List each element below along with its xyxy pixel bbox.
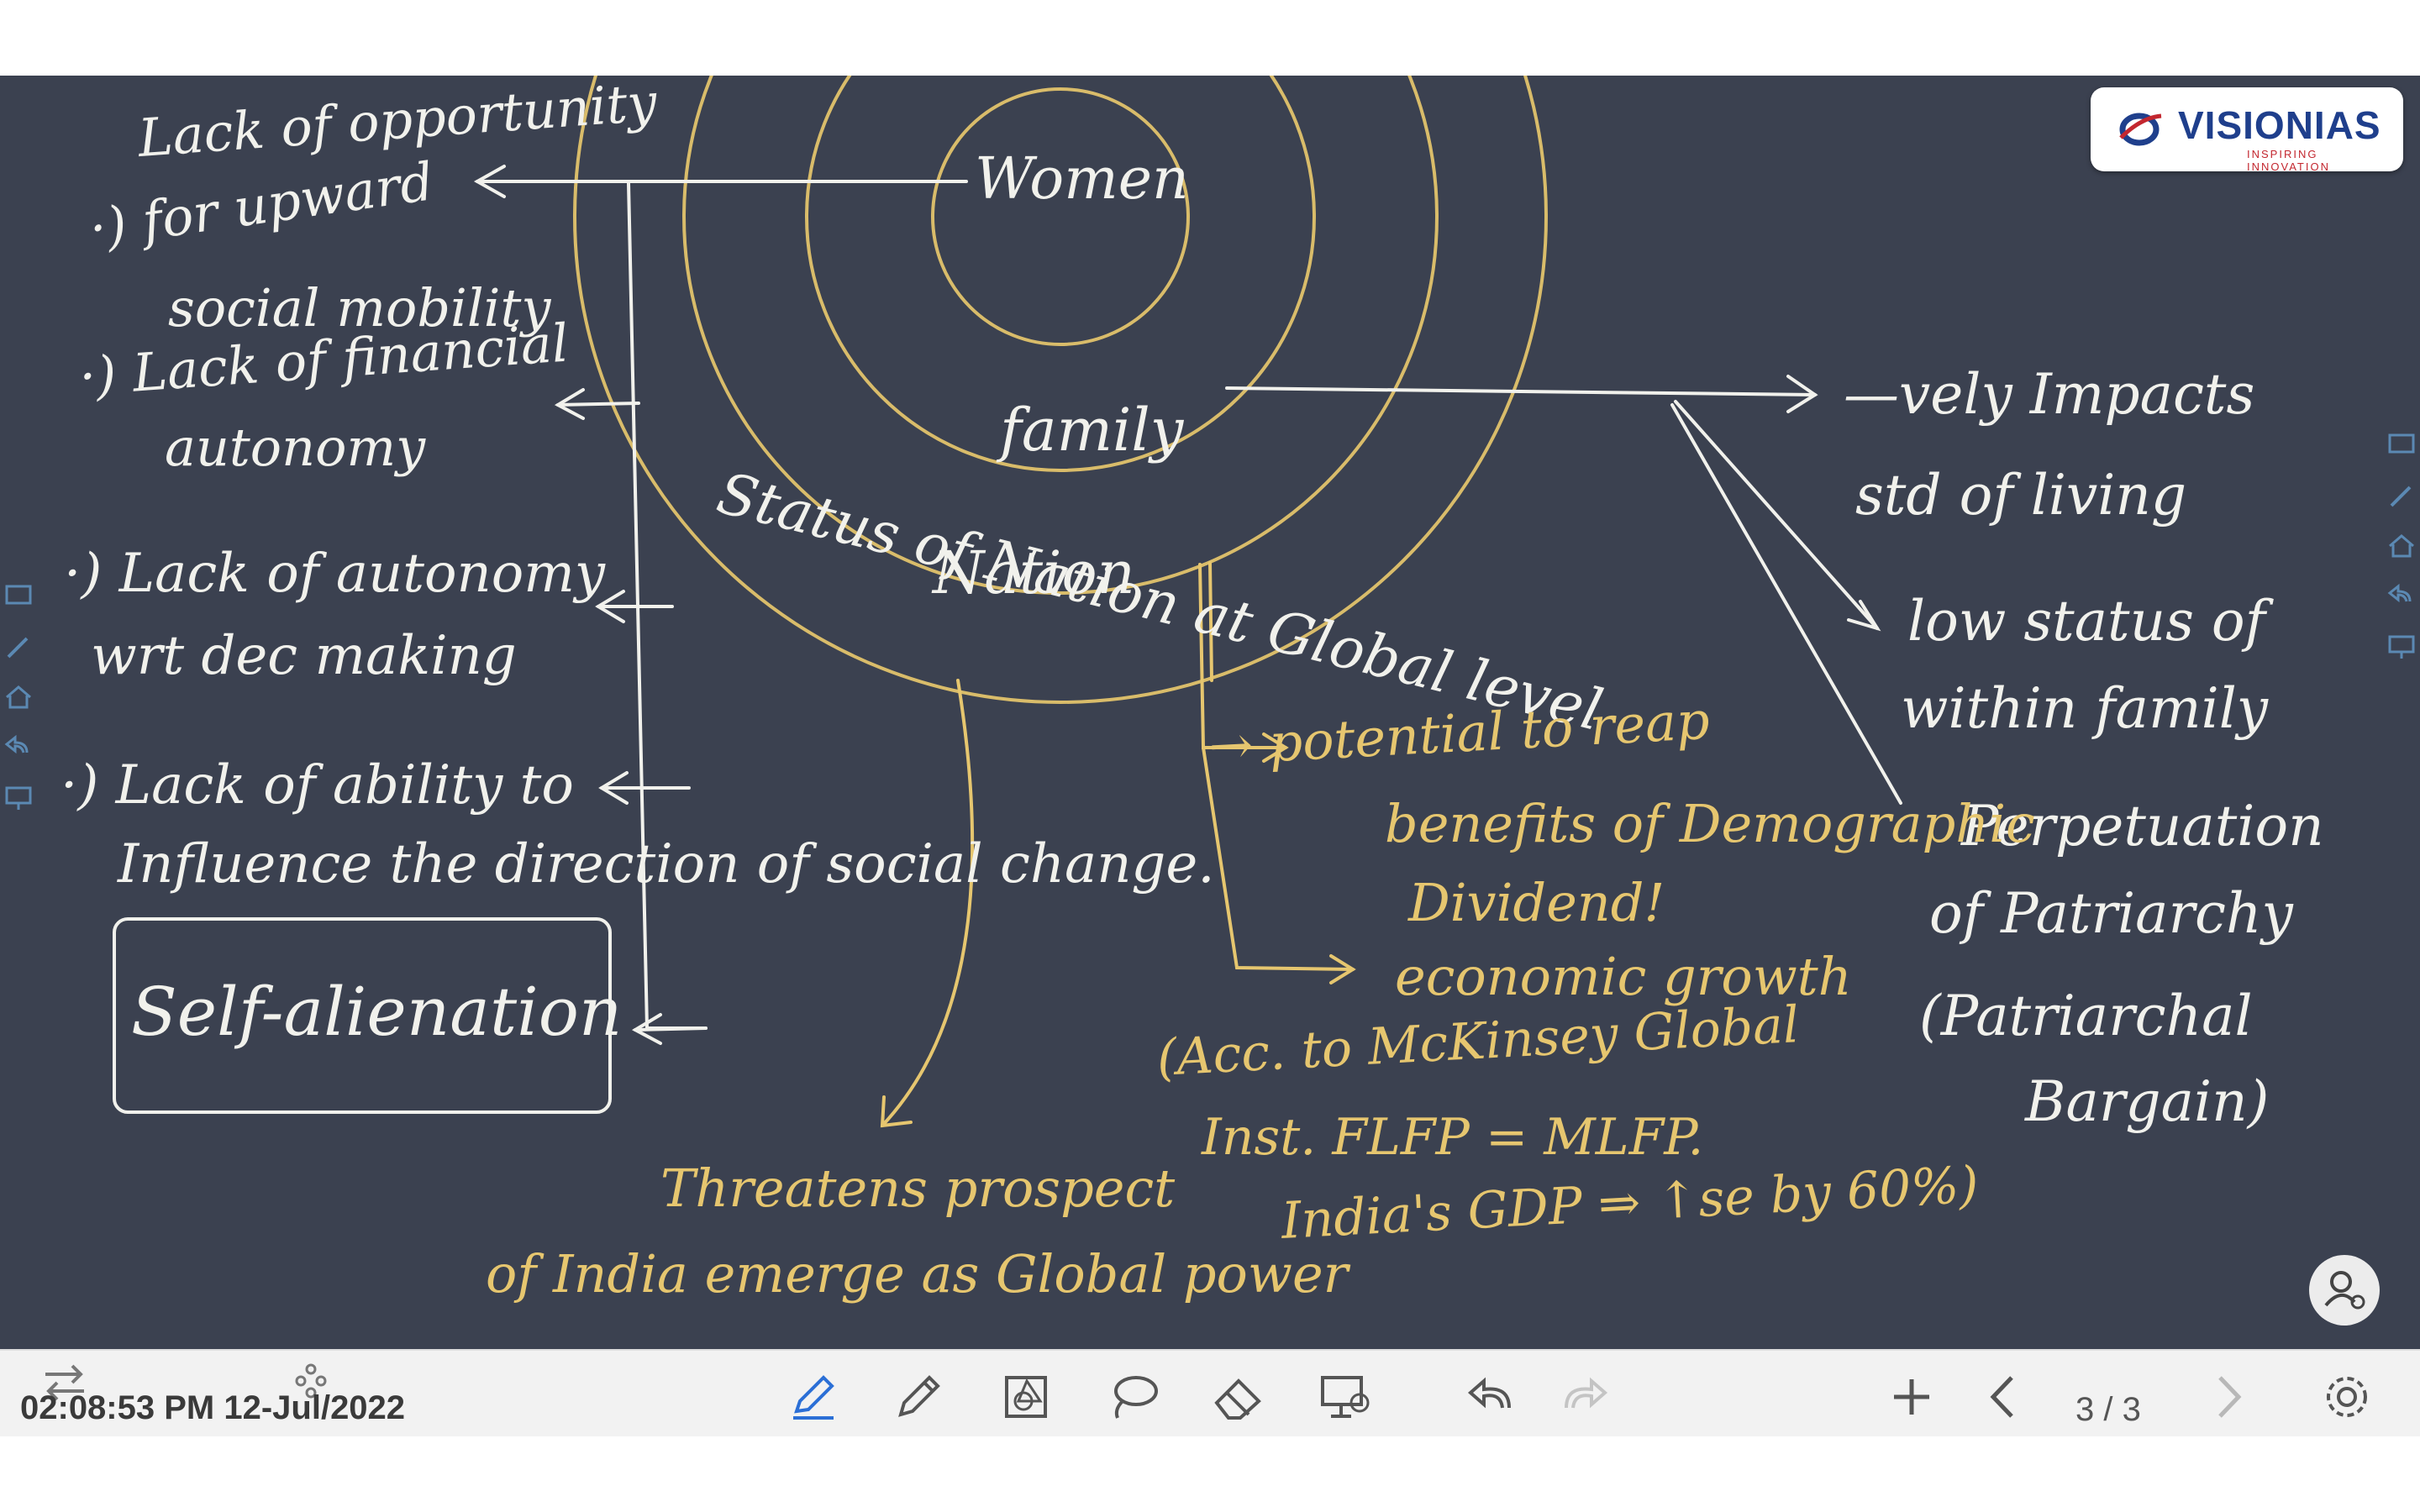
page-indicator: 3 / 3: [2075, 1391, 2141, 1428]
user-settings-button[interactable]: [2309, 1255, 2380, 1326]
note-autonomy-1: ·) Lack of autonomy: [64, 543, 606, 605]
family-circle: [805, 76, 1316, 472]
user-gear-icon: [2324, 1271, 2365, 1310]
bottom-toolbar: 02:08:53 PM 12-Jul/2022 3 / 3: [0, 1349, 2420, 1438]
note-ability-1: ·) Lack of ability to: [60, 754, 574, 816]
note-potential-2: benefits of Demographic: [1385, 793, 2035, 854]
shape-icon[interactable]: [998, 1369, 1054, 1425]
left-back-icon[interactable]: [2, 731, 35, 764]
brand-tagline: INSPIRING INNOVATION: [2247, 148, 2330, 173]
brand-logo: VISIONIAS INSPIRING INNOVATION: [2091, 87, 2403, 173]
note-ability-2: Influence the direction of social change…: [117, 833, 1215, 895]
note-perpetuation-1: Perpetuation: [1960, 794, 2324, 858]
lasso-icon[interactable]: [1106, 1369, 1161, 1425]
note-impacts-2: std of living: [1855, 463, 2186, 528]
prev-page-icon[interactable]: [1976, 1369, 2032, 1425]
left-home-icon[interactable]: [2, 680, 35, 714]
arrow-ability-head: [598, 771, 629, 805]
status-arrow-head: [1847, 600, 1881, 632]
global-circle: [573, 76, 1548, 704]
pen-icon[interactable]: [785, 1369, 840, 1425]
note-mckinsey-2: Inst. FLFP = MLFP.: [1201, 1108, 1703, 1167]
growth-arrow-head: [1329, 954, 1356, 984]
next-page-icon[interactable]: [2200, 1369, 2255, 1425]
left-screen-icon[interactable]: [2, 580, 35, 613]
arrow-financial-head: [554, 388, 585, 420]
whiteboard[interactable]: Women family Nation Status of Nation at …: [0, 76, 2420, 1425]
add-page-icon[interactable]: [1884, 1369, 1939, 1425]
note-potential-3: Dividend!: [1407, 872, 1665, 933]
women-circle: [931, 87, 1190, 346]
right-back-icon[interactable]: [2385, 580, 2418, 613]
note-growth: economic growth: [1395, 946, 1852, 1007]
timestamp: 02:08:53 PM 12-Jul/2022: [20, 1389, 406, 1426]
right-pen-icon[interactable]: [2385, 479, 2418, 512]
global-label-tick: [1208, 561, 1213, 682]
right-home-icon[interactable]: [2385, 529, 2418, 563]
note-status-2: within family: [1901, 676, 2269, 741]
note-lack-opportunity-3: social mobility: [168, 277, 551, 339]
family-arrow-line: [1225, 386, 1817, 396]
pencil-icon[interactable]: [891, 1369, 946, 1425]
note-self-alienation: Self-alienation: [131, 973, 622, 1051]
note-lack-opportunity-2: ·) for upward: [86, 150, 437, 260]
note-potential-1: → potential to reap: [1207, 690, 1711, 777]
left-pen-icon[interactable]: [2, 630, 35, 664]
arrow-alienation: [634, 1026, 708, 1032]
right-screen-icon[interactable]: [2385, 428, 2418, 462]
note-mckinsey-1: (Acc. to McKinsey Global: [1155, 995, 1801, 1088]
note-status-1: low status of: [1907, 589, 2275, 654]
nation-circle: [682, 76, 1439, 595]
note-impacts-1: —vely Impacts: [1844, 362, 2254, 427]
patriarchy-arrow-line: [1670, 403, 1902, 805]
arrow-autonomy-head: [595, 590, 625, 623]
note-threatens-2: of India emerge as Global power: [486, 1243, 1351, 1305]
right-present-icon[interactable]: [2385, 630, 2418, 664]
left-present-icon[interactable]: [2, 781, 35, 815]
grid-menu-icon[interactable]: [286, 1362, 336, 1403]
eraser-icon[interactable]: [1210, 1369, 1265, 1425]
family-arrow-head: [1786, 375, 1818, 413]
swap-icon[interactable]: [37, 1361, 92, 1403]
note-mckinsey-3: India's GDP ⇒ ↑se by 60%): [1279, 1156, 1980, 1251]
note-perpetuation-3: (Patriarchal: [1919, 984, 2253, 1048]
status-arrow-line: [1674, 400, 1879, 630]
bottom-margin: [0, 1436, 2420, 1512]
settings-icon[interactable]: [2319, 1369, 2375, 1425]
label-family: family: [996, 396, 1185, 465]
label-women: Women: [975, 146, 1189, 213]
note-financial-2: autonomy: [165, 417, 426, 478]
note-perpetuation-4: Bargain): [2024, 1069, 2269, 1134]
screen-share-icon[interactable]: [1318, 1369, 1373, 1425]
arrow-alienation-head: [631, 1013, 662, 1045]
arrow-financial: [556, 402, 640, 407]
label-nation: Nation: [931, 538, 1135, 607]
note-perpetuation-2: of Patriarchy: [1929, 881, 2293, 946]
note-threatens-1: Threatens prospect: [660, 1158, 1175, 1219]
self-alienation-box: [113, 917, 612, 1114]
potential-arrow-head: [1262, 732, 1289, 763]
threatens-curve: [881, 679, 975, 1127]
threatens-arrow-head: [880, 1095, 913, 1128]
women-arrow-head: [473, 165, 506, 198]
ink-layer: Women family Nation Status of Nation at …: [60, 76, 2324, 1305]
logo-swoosh-icon: [2119, 113, 2162, 146]
brand-name: VISIONIAS: [2178, 103, 2381, 147]
note-autonomy-2: wrt dec making: [91, 625, 517, 687]
redo-icon[interactable]: [1556, 1369, 1612, 1425]
undo-icon[interactable]: [1464, 1369, 1519, 1425]
growth-bracket: [1202, 746, 1355, 971]
